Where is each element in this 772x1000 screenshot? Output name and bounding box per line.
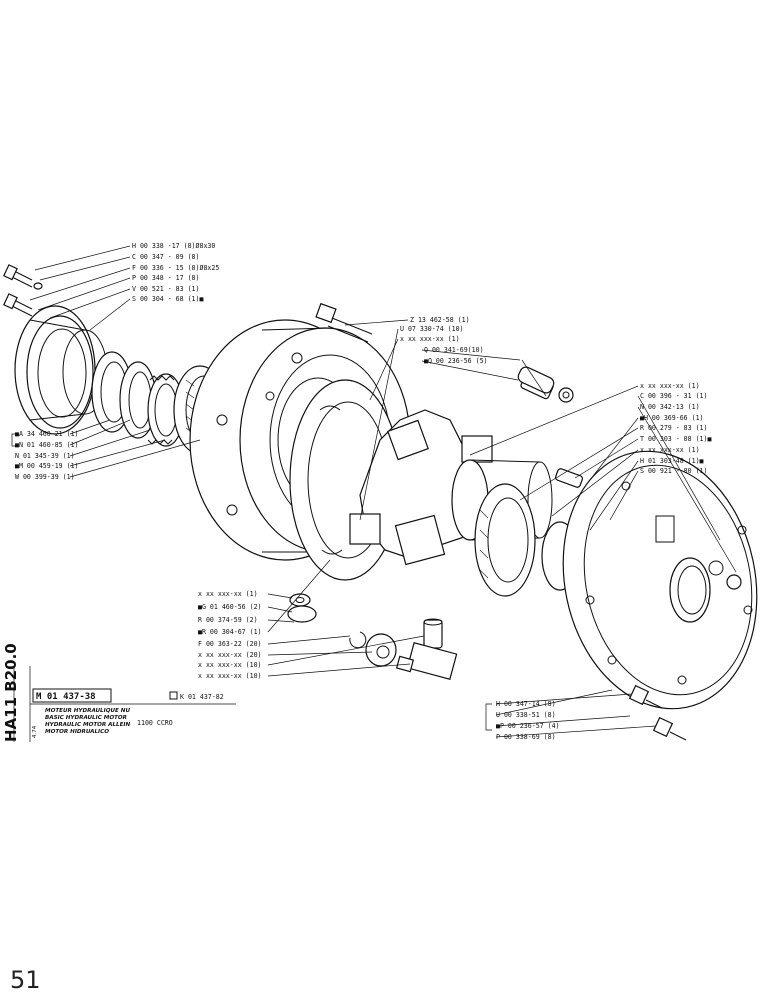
side-code-1: HA11 <box>2 696 20 742</box>
splined-ring <box>147 373 185 447</box>
part-label: x xx xxx-xx (10) <box>198 661 262 669</box>
part-label: H 01 303-48 (1)■ <box>640 457 704 465</box>
part-label: x xx xxx-xx (1) <box>400 335 460 343</box>
link-plate <box>517 366 555 394</box>
parts-illustration <box>3 264 758 741</box>
labels-left-top: H 00 338 -17 (8)Ø8x30 C 00 347 - 09 (8) … <box>132 242 219 303</box>
retaining-ring <box>349 631 367 649</box>
part-label: Q 00 341-69(10) <box>424 346 484 354</box>
labels-right-top: x xx xxx-xx (1) C 00 396 - 31 (1) N 00 3… <box>640 382 711 475</box>
bolt-left-2 <box>3 293 33 317</box>
labels-left-mid: ■A 34 460-21 (1) ■N 01 460-85 (1) N 01 3… <box>15 430 79 481</box>
part-label: W 00 399-39 (1) <box>15 473 75 481</box>
model-code: 1100 CCRO <box>137 719 173 727</box>
part-label: F 00 336 - 15 (8)Ø8x25 <box>132 264 219 272</box>
part-label: Z 13 462-58 (1) <box>410 316 470 324</box>
side-code: HA11 B20.0 <box>2 643 20 742</box>
part-label: S 00 304 - 68 (1)■ <box>132 295 203 303</box>
part-label: ■M 00 459-19 (1) <box>15 462 79 470</box>
bolt-bottom-right-2 <box>652 716 687 741</box>
part-label: x xx xxx-xx (1) <box>198 590 258 598</box>
part-label: U 07 330-74 (10) <box>400 325 464 333</box>
valve-block <box>395 642 458 680</box>
page-number: 51 <box>10 966 41 994</box>
bolt-bottom-right-1 <box>628 684 663 709</box>
part-label: ■Q 00 236-56 (5) <box>424 357 488 365</box>
part-label: N 00 342-13 (1) <box>640 403 700 411</box>
part-label: P 00 348 - 17 (8) <box>132 274 200 282</box>
end-cover-plate <box>562 450 758 710</box>
description-en: BASIC HYDRAULIC MOTOR <box>45 715 127 721</box>
part-label: H 00 347-14 (8) <box>496 700 556 708</box>
part-label: x xx xxx-xx (1) <box>640 382 700 390</box>
labels-center-bottom: x xx xxx-xx (1) ■G 01 460-56 (2) R 00 37… <box>198 590 262 680</box>
description-es: MOTOR HIDRUALICO <box>45 729 109 735</box>
part-label: C 00 396 - 31 (1) <box>640 392 708 400</box>
leader-lines <box>11 245 737 738</box>
flange-cover <box>14 305 108 435</box>
pin <box>423 618 443 649</box>
bolt-left-1 <box>3 264 43 290</box>
main-reference: M 01 437-38 <box>36 692 96 702</box>
description-fr: MOTEUR HYDRAULIQUE NU <box>45 708 130 714</box>
part-label: S 00 921 - 80 (1) <box>640 467 708 475</box>
date-code: 4.74 <box>32 725 38 738</box>
part-label: F 00 363-22 (20) <box>198 640 262 648</box>
part-label: T 00 303 - 08 (1)■ <box>640 435 711 443</box>
part-label: x xx xxx-xx (10) <box>198 672 262 680</box>
part-label: H 00 338 -17 (8)Ø8x30 <box>132 242 215 250</box>
part-label: ■N 01 460-85 (1) <box>15 441 79 449</box>
part-label: P 00 338-69 (8) <box>496 733 556 741</box>
star-rotor <box>349 409 493 566</box>
alt-reference: K 01 437-82 <box>180 693 224 701</box>
title-block: M 01 437-38 K 01 437-82 MOTEUR HYDRAULIQ… <box>13 666 236 742</box>
part-label: C 00 347 - 09 (8) <box>132 253 200 261</box>
part-label: ■P 00 236-57 (4) <box>496 722 560 730</box>
side-code-2: B20.0 <box>2 643 20 692</box>
part-label: x xx xxx-xx (1) <box>640 446 700 454</box>
part-label: ■R 00 304-67 (1) <box>198 628 262 636</box>
part-label: V 00 521 - 83 (1) <box>132 285 200 293</box>
part-label: ■G 01 460-56 (2) <box>198 603 262 611</box>
part-label: x xx xxx-xx (20) <box>198 651 262 659</box>
labels-right-bottom: H 00 347-14 (8) U 00 338-51 (8) ■P 00 23… <box>496 700 560 741</box>
washer-seal <box>289 593 311 607</box>
part-label: N 01 345-39 (1) <box>15 452 75 460</box>
part-label: ■A 34 460-21 (1) <box>15 430 79 438</box>
labels-center-top: Z 13 462-58 (1) U 07 330-74 (10) x xx xx… <box>400 316 488 365</box>
seal-ring <box>91 351 157 439</box>
part-label: ■H 00 369-66 (1) <box>640 414 704 422</box>
bushing <box>365 633 397 667</box>
part-label: U 00 338-51 (8) <box>496 711 556 719</box>
part-label: R 00 279 - 83 (1) <box>640 424 708 432</box>
description-de: HYDRAULIC MOTOR ALLEIN <box>45 722 131 728</box>
bearing-right <box>474 483 579 597</box>
ring-disc <box>287 605 317 623</box>
part-label: R 00 374-59 (2) <box>198 616 258 624</box>
bolt-center <box>315 302 373 343</box>
